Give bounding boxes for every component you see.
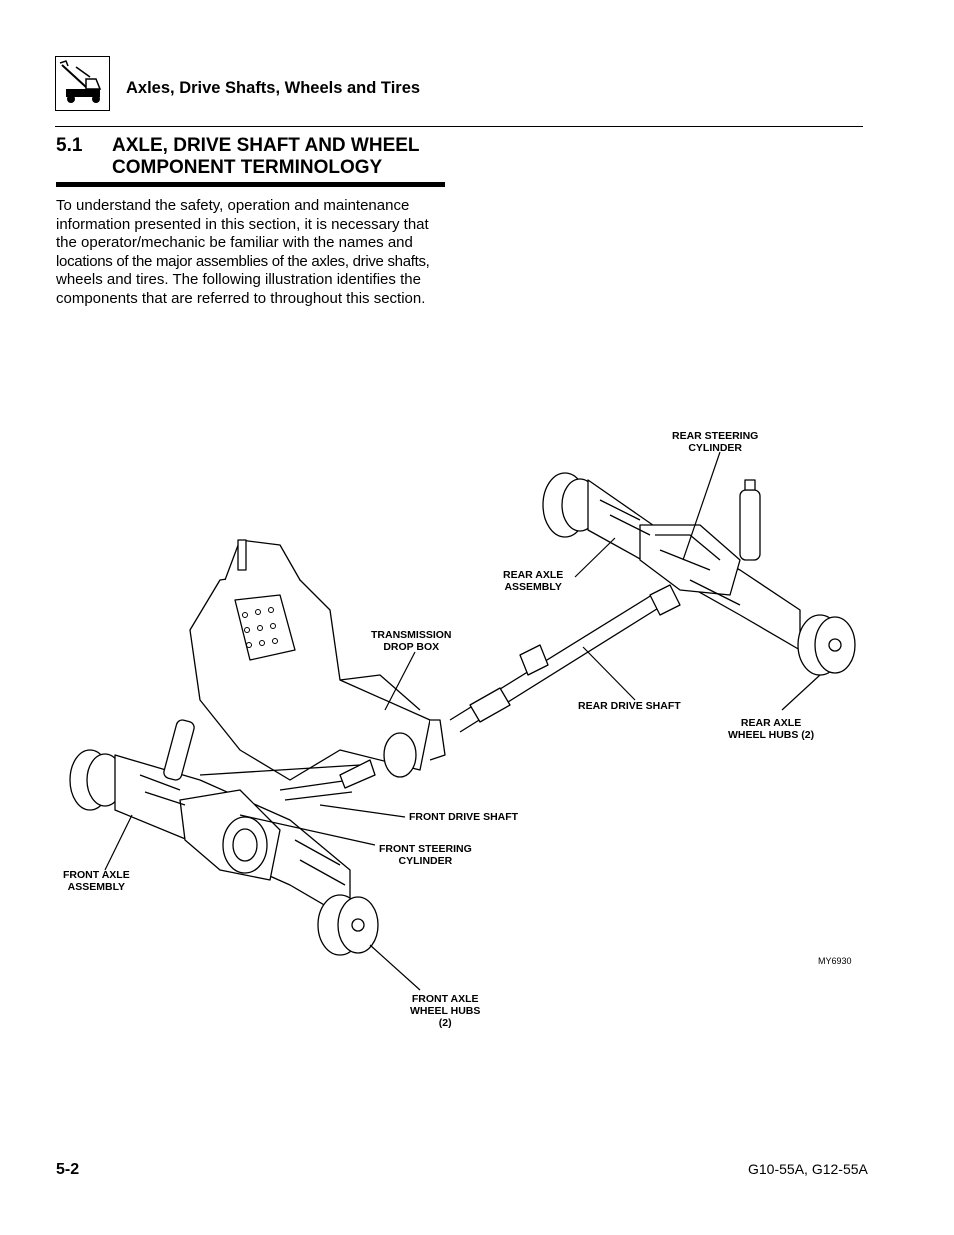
rear-drive-shaft-drawing (449, 584, 681, 733)
section-underline (56, 182, 445, 187)
transmission-drawing (189, 539, 446, 781)
header-title: Axles, Drive Shafts, Wheels and Tires (126, 79, 421, 97)
label-line: ASSEMBLY (504, 581, 562, 593)
label-front-steering-cylinder: FRONT STEERING CYLINDER (379, 843, 472, 867)
section-title: AXLE, DRIVE SHAFT AND WHEEL COMPONENT TE… (112, 135, 420, 179)
label-line: WHEEL HUBS (2) (728, 729, 815, 741)
front-axle-drawing (69, 719, 379, 956)
label-front-drive-shaft: FRONT DRIVE SHAFT (409, 811, 518, 823)
label-front-axle-assembly: FRONT AXLE ASSEMBLY (63, 869, 130, 893)
label-front-axle-wheel-hubs: FRONT AXLE WHEEL HUBS (2) (410, 993, 480, 1029)
intro-line: wheels and tires. The following illustra… (56, 271, 421, 289)
intro-line: information presented in this section, i… (56, 215, 429, 233)
section-title-line: AXLE, DRIVE SHAFT AND WHEEL (112, 135, 420, 156)
rear-axle-drawing (542, 472, 856, 676)
model-number: G10-55A, G12-55A (748, 1161, 868, 1177)
section-title-line: COMPONENT TERMINOLOGY (112, 157, 383, 178)
label-line: (2) (438, 1017, 452, 1029)
section-number: 5.1 (56, 135, 83, 156)
label-rear-axle-wheel-hubs: REAR AXLE WHEEL HUBS (2) (728, 717, 814, 741)
label-line: WHEEL HUBS (410, 1005, 481, 1017)
intro-line: the operator/mechanic be familiar with t… (56, 234, 413, 252)
label-line: CYLINDER (688, 442, 742, 454)
label-line: ASSEMBLY (67, 881, 126, 893)
intro-line: To understand the safety, operation and … (56, 197, 410, 214)
label-line: REAR DRIVE SHAFT (578, 700, 681, 712)
label-line: FRONT AXLE (411, 993, 479, 1005)
intro-line: locations of the major assemblies of the… (56, 252, 430, 270)
label-line: FRONT AXLE (63, 869, 130, 881)
label-line: FRONT DRIVE SHAFT (409, 811, 519, 823)
label-line: TRANSMISSION (371, 629, 452, 641)
header-divider (55, 126, 863, 127)
label-line: REAR STEERING (672, 430, 759, 442)
label-rear-steering-cylinder: REAR STEERING CYLINDER (672, 430, 758, 454)
label-rear-drive-shaft: REAR DRIVE SHAFT (578, 700, 681, 712)
label-line: DROP BOX (383, 641, 440, 653)
label-line: REAR AXLE (503, 569, 564, 581)
label-line: FRONT STEERING (379, 843, 472, 855)
hand-truck-icon (59, 60, 102, 103)
drivetrain-illustration (69, 451, 856, 991)
leader-lines (104, 451, 821, 991)
label-line: CYLINDER (398, 855, 453, 867)
label-line: REAR AXLE (740, 717, 802, 729)
label-rear-axle-assembly: REAR AXLE ASSEMBLY (503, 569, 563, 593)
label-transmission-drop-box: TRANSMISSION DROP BOX (371, 629, 452, 653)
intro-line: components that are referred to througho… (56, 289, 426, 307)
section-logo (55, 56, 110, 111)
intro-paragraph: To understand the safety, operation and … (56, 197, 451, 309)
page-number: 5-2 (56, 1161, 80, 1178)
figure-id: MY6930 (818, 956, 852, 966)
